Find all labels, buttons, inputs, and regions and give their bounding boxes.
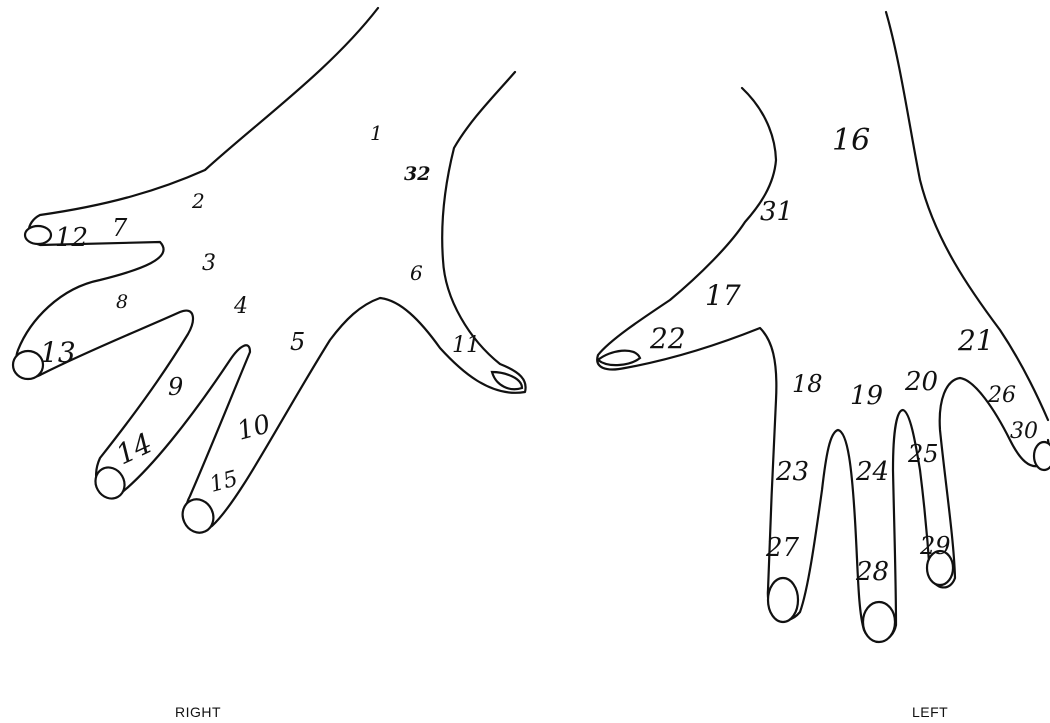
right-label-3: 3 xyxy=(202,251,216,276)
left-label-24: 24 xyxy=(855,457,889,487)
right-label-15: 15 xyxy=(207,466,241,497)
right-label-12: 12 xyxy=(55,223,88,253)
left-hand: 16 31 17 22 21 18 19 20 26 30 23 24 25 2… xyxy=(597,12,1050,642)
left-label-20: 20 xyxy=(904,367,938,397)
left-thumbnail xyxy=(598,351,640,365)
right-hand-outline xyxy=(16,8,525,530)
left-label-18: 18 xyxy=(792,370,823,398)
right-label-8: 8 xyxy=(116,291,128,313)
right-label-4: 4 xyxy=(233,294,248,319)
right-label-7: 7 xyxy=(112,214,128,242)
left-little-nail xyxy=(1034,442,1050,470)
right-label-2: 2 xyxy=(191,189,205,213)
left-label-25: 25 xyxy=(907,440,939,468)
left-label-21: 21 xyxy=(957,324,994,357)
right-little-nail xyxy=(177,494,219,537)
left-label-17: 17 xyxy=(705,279,741,312)
right-label-32: 32 xyxy=(404,163,430,185)
right-hand: 1 32 2 12 7 3 6 8 13 4 5 9 11 14 10 15 xyxy=(13,8,526,538)
right-label-10: 10 xyxy=(234,409,274,447)
left-label-16: 16 xyxy=(832,123,870,158)
right-label-5: 5 xyxy=(290,328,305,356)
right-label-13: 13 xyxy=(40,336,76,369)
right-label-9: 9 xyxy=(168,373,183,401)
left-label-27: 27 xyxy=(765,533,800,563)
left-label-29: 29 xyxy=(919,532,951,560)
left-label-30: 30 xyxy=(1010,419,1038,444)
left-label-31: 31 xyxy=(760,197,793,227)
left-label-19: 19 xyxy=(850,381,883,411)
left-index-nail xyxy=(768,578,798,622)
left-hand-outline xyxy=(597,88,1049,641)
right-hand-caption: RIGHT xyxy=(175,704,221,720)
right-middle-nail xyxy=(13,351,43,379)
left-label-23: 23 xyxy=(775,457,809,487)
left-label-28: 28 xyxy=(855,557,889,587)
left-middle-nail xyxy=(863,602,895,642)
left-hand-caption: LEFT xyxy=(912,704,948,720)
right-label-1: 1 xyxy=(370,121,383,145)
right-label-11: 11 xyxy=(452,333,480,358)
left-label-26: 26 xyxy=(987,383,1016,408)
right-index-nail xyxy=(25,226,51,244)
right-label-6: 6 xyxy=(410,261,423,285)
left-forearm-edge xyxy=(886,12,1048,420)
left-label-22: 22 xyxy=(649,322,686,355)
